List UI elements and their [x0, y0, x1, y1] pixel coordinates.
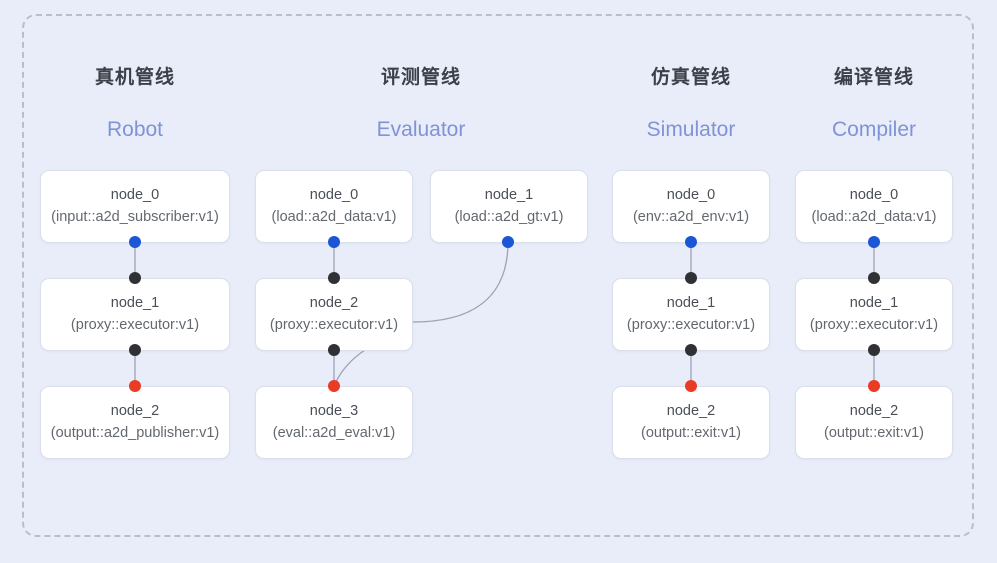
port-in-evaluator-node_3[interactable] [328, 380, 340, 392]
node-type: (output::exit:v1) [824, 424, 924, 441]
node-simulator-node_1[interactable]: node_1 (proxy::executor:v1) [612, 278, 770, 351]
node-simulator-node_0[interactable]: node_0 (env::a2d_env:v1) [612, 170, 770, 243]
node-type: (env::a2d_env:v1) [632, 208, 750, 225]
port-in-robot-node_1[interactable] [129, 272, 141, 284]
node-type: (output::exit:v1) [641, 424, 741, 441]
pipeline-group-frame [22, 14, 974, 537]
node-compiler-node_1[interactable]: node_1 (proxy::executor:v1) [795, 278, 953, 351]
port-out-evaluator-node_1[interactable] [502, 236, 514, 248]
node-simulator-node_2[interactable]: node_2 (output::exit:v1) [612, 386, 770, 459]
node-id: node_2 [666, 403, 716, 420]
port-out-simulator-node_0[interactable] [685, 236, 697, 248]
node-evaluator-node_3[interactable]: node_3 (eval::a2d_eval:v1) [255, 386, 413, 459]
node-evaluator-node_2[interactable]: node_2 (proxy::executor:v1) [255, 278, 413, 351]
port-out-compiler-node_1[interactable] [868, 344, 880, 356]
port-out-evaluator-node_2[interactable] [328, 344, 340, 356]
port-out-robot-node_1[interactable] [129, 344, 141, 356]
port-in-compiler-node_1[interactable] [868, 272, 880, 284]
node-type: (proxy::executor:v1) [626, 316, 756, 333]
node-compiler-node_0[interactable]: node_0 (load::a2d_data:v1) [795, 170, 953, 243]
node-compiler-node_2[interactable]: node_2 (output::exit:v1) [795, 386, 953, 459]
node-id: node_1 [110, 295, 160, 312]
port-out-simulator-node_1[interactable] [685, 344, 697, 356]
node-id: node_0 [849, 187, 899, 204]
port-in-robot-node_2[interactable] [129, 380, 141, 392]
node-type: (load::a2d_gt:v1) [454, 208, 564, 225]
node-type: (eval::a2d_eval:v1) [272, 424, 396, 441]
port-out-evaluator-node_0[interactable] [328, 236, 340, 248]
node-id: node_1 [849, 295, 899, 312]
node-robot-node_2[interactable]: node_2 (output::a2d_publisher:v1) [40, 386, 230, 459]
port-out-compiler-node_0[interactable] [868, 236, 880, 248]
node-type: (load::a2d_data:v1) [811, 208, 937, 225]
node-type: (proxy::executor:v1) [809, 316, 939, 333]
node-id: node_2 [309, 295, 359, 312]
node-type: (input::a2d_subscriber:v1) [51, 208, 219, 225]
node-id: node_1 [484, 187, 534, 204]
node-evaluator-node_0[interactable]: node_0 (load::a2d_data:v1) [255, 170, 413, 243]
port-in-evaluator-node_2[interactable] [328, 272, 340, 284]
node-id: node_2 [849, 403, 899, 420]
node-type: (output::a2d_publisher:v1) [50, 424, 220, 441]
node-id: node_2 [110, 403, 160, 420]
node-id: node_0 [309, 187, 359, 204]
node-type: (proxy::executor:v1) [70, 316, 200, 333]
port-out-robot-node_0[interactable] [129, 236, 141, 248]
port-in-simulator-node_2[interactable] [685, 380, 697, 392]
node-evaluator-node_1[interactable]: node_1 (load::a2d_gt:v1) [430, 170, 588, 243]
node-id: node_1 [666, 295, 716, 312]
port-in-simulator-node_1[interactable] [685, 272, 697, 284]
node-id: node_0 [110, 187, 160, 204]
node-robot-node_0[interactable]: node_0 (input::a2d_subscriber:v1) [40, 170, 230, 243]
node-id: node_0 [666, 187, 716, 204]
port-in-compiler-node_2[interactable] [868, 380, 880, 392]
node-type: (load::a2d_data:v1) [271, 208, 397, 225]
node-type: (proxy::executor:v1) [269, 316, 399, 333]
node-id: node_3 [309, 403, 359, 420]
node-robot-node_1[interactable]: node_1 (proxy::executor:v1) [40, 278, 230, 351]
